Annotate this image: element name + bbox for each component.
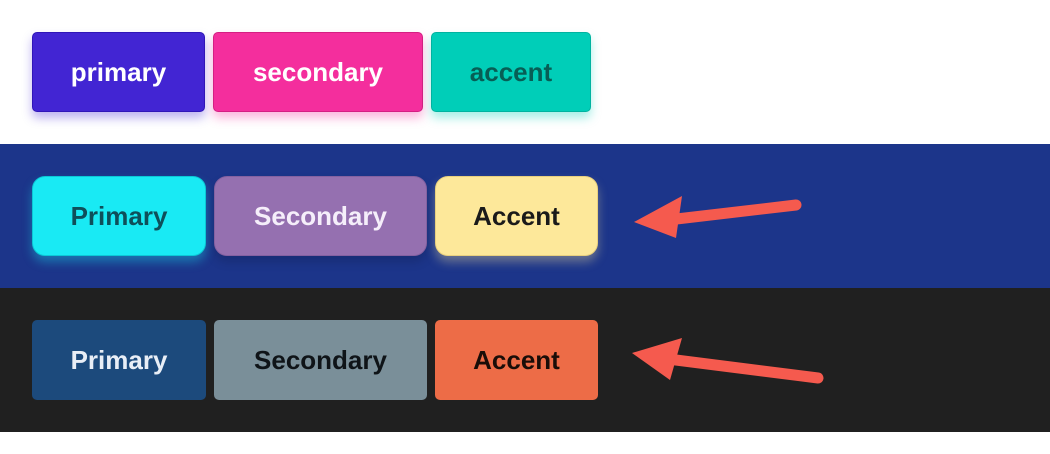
accent-button-dark[interactable]: Accent — [435, 320, 598, 400]
accent-button-label: Accent — [473, 344, 560, 375]
secondary-button-light[interactable]: secondary — [213, 32, 423, 112]
primary-button-label: Primary — [70, 344, 168, 375]
primary-button-light[interactable]: primary — [32, 32, 205, 112]
primary-button-label: primary — [70, 56, 167, 87]
accent-button-light[interactable]: accent — [431, 32, 591, 112]
secondary-button-blue[interactable]: Secondary — [214, 176, 427, 256]
accent-button-label: Accent — [473, 200, 560, 231]
secondary-button-label: Secondary — [254, 344, 387, 375]
bottom-margin — [0, 432, 1050, 454]
secondary-button-label: Secondary — [254, 200, 387, 231]
secondary-button-label: secondary — [252, 56, 384, 87]
accent-button-label: accent — [469, 56, 553, 87]
primary-button-label: Primary — [70, 200, 168, 231]
primary-button-blue[interactable]: Primary — [32, 176, 206, 256]
primary-button-dark[interactable]: Primary — [32, 320, 206, 400]
secondary-button-dark[interactable]: Secondary — [214, 320, 427, 400]
accent-button-blue[interactable]: Accent — [435, 176, 598, 256]
